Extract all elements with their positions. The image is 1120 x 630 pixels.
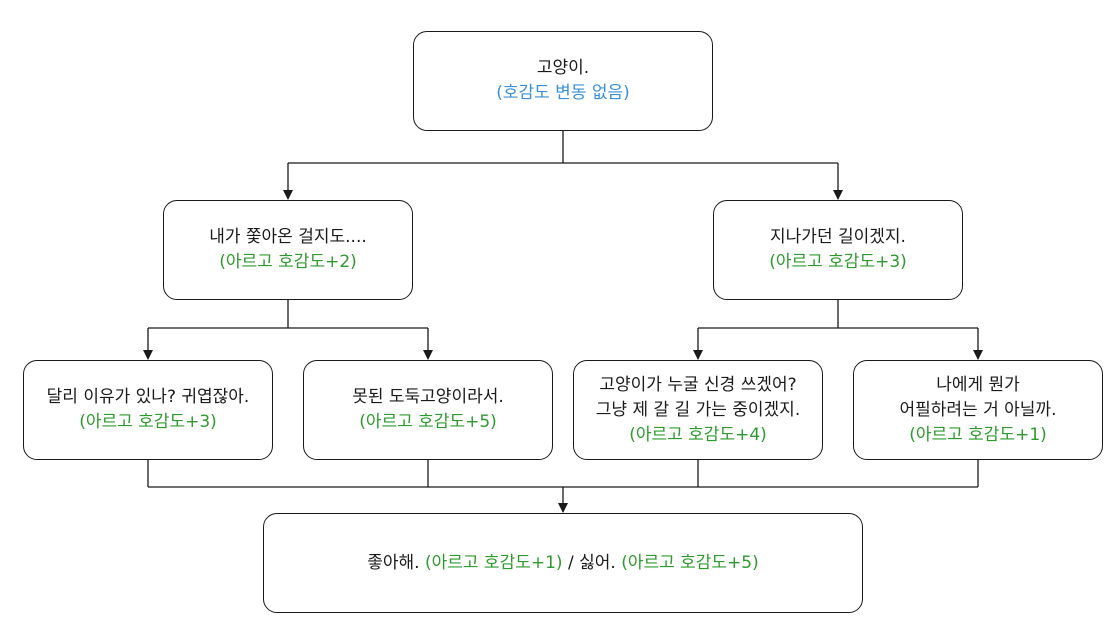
node-branch-right-text: 지나가던 길이겠지. (770, 227, 906, 247)
node-leaf-2-text: 못된 도둑고양이라서. (352, 387, 504, 407)
node-branch-left-text: 내가 쫓아온 걸지도.... (209, 227, 367, 247)
final-option-dislike-text: 싫어. (579, 552, 616, 573)
node-leaf-4-text-line2: 어필하려는 거 아닐까. (899, 399, 1057, 420)
node-branch-right-effect: (아르고 호감도+3) (769, 252, 907, 272)
node-leaf-2: 못된 도둑고양이라서. (아르고 호감도+5) (303, 360, 553, 460)
node-leaf-1: 달리 이유가 있나? 귀엽잖아. (아르고 호감도+3) (23, 360, 273, 460)
node-leaf-3-text-line2: 그냥 제 갈 길 가는 중이겠지. (595, 399, 801, 420)
node-root-text: 고양이. (536, 58, 590, 78)
final-separator: / (567, 552, 574, 573)
node-final-row: 좋아해. (아르고 호감도+1) / 싫어. (아르고 호감도+5) (367, 551, 759, 576)
node-leaf-3-effect: (아르고 호감도+4) (629, 424, 767, 445)
node-leaf-4-text-line1: 나에게 뭔가 (936, 374, 1020, 395)
node-leaf-4: 나에게 뭔가 어필하려는 거 아닐까. (아르고 호감도+1) (853, 360, 1103, 460)
final-option-like-effect: (아르고 호감도+1) (424, 552, 563, 573)
final-option-dislike-effect: (아르고 호감도+5) (621, 552, 759, 573)
node-leaf-4-effect: (아르고 호감도+1) (909, 424, 1047, 445)
node-branch-right: 지나가던 길이겠지. (아르고 호감도+3) (713, 200, 963, 300)
node-leaf-1-text: 달리 이유가 있나? 귀엽잖아. (46, 387, 250, 407)
node-leaf-3: 고양이가 누굴 신경 쓰겠어? 그냥 제 갈 길 가는 중이겠지. (아르고 호… (573, 360, 823, 460)
final-option-like-text: 좋아해. (367, 552, 420, 573)
node-leaf-1-effect: (아르고 호감도+3) (79, 412, 217, 432)
node-branch-left: 내가 쫓아온 걸지도.... (아르고 호감도+2) (163, 200, 413, 300)
node-leaf-3-text-line1: 고양이가 누굴 신경 쓰겠어? (599, 374, 797, 395)
node-root: 고양이. (호감도 변동 없음) (413, 31, 713, 131)
node-branch-left-effect: (아르고 호감도+2) (219, 252, 357, 272)
node-leaf-2-effect: (아르고 호감도+5) (359, 412, 497, 432)
node-root-effect: (호감도 변동 없음) (496, 83, 630, 103)
node-final: 좋아해. (아르고 호감도+1) / 싫어. (아르고 호감도+5) (263, 513, 863, 613)
